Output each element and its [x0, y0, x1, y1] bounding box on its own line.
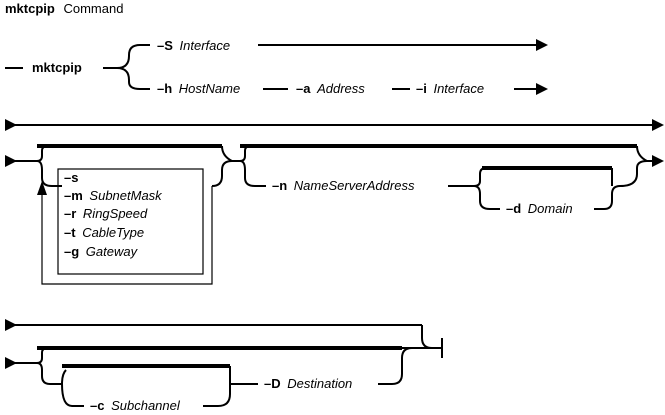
D-flag: –D	[264, 376, 281, 391]
s-flag: –S	[157, 38, 173, 53]
d-flag: –d	[506, 201, 521, 216]
option-g: –g Gateway	[64, 244, 139, 259]
row2-end-arrow	[652, 155, 664, 167]
subchannel-branch-right	[203, 366, 231, 407]
a-flag: –a	[296, 81, 311, 96]
option-m: –m SubnetMask	[64, 188, 163, 203]
title-word: Command	[63, 1, 123, 16]
repeat-arrow	[37, 181, 47, 195]
domain-branch-left	[473, 185, 500, 210]
h-arg: HostName	[179, 81, 240, 96]
row2-start-arrow-top	[5, 119, 17, 131]
ns-branch-right	[619, 160, 648, 187]
D-arg: Destination	[287, 376, 352, 391]
row1-branch-upper	[116, 44, 150, 69]
row3-diagram: –c Subchannel –D Destination	[5, 319, 443, 413]
i-flag: –i	[416, 81, 427, 96]
s-arg: Interface	[180, 38, 231, 53]
row3-drop-line	[421, 325, 433, 349]
option-d: –d Domain	[506, 201, 573, 216]
options-skip-right	[221, 145, 233, 162]
subchannel-branch-left	[61, 383, 84, 407]
ns-branch-left	[239, 160, 266, 187]
option-t-arg: CableType	[82, 225, 144, 240]
option-D: –D Destination	[264, 376, 352, 391]
row1-branch-lower	[116, 67, 150, 90]
route-branch-right	[378, 347, 413, 385]
row1-h-option: –h HostName	[157, 81, 240, 96]
d-arg: Domain	[528, 201, 573, 216]
option-t-flag: –t	[64, 225, 76, 240]
n-flag: –n	[272, 178, 287, 193]
options-repeat-loop	[41, 186, 213, 285]
diagram-title: mktcpip Command	[5, 1, 123, 16]
option-m-flag: –m	[64, 188, 83, 203]
options-branch-right	[211, 160, 233, 187]
option-n: –n NameServerAddress	[272, 178, 415, 193]
row3-start-arrow-top	[5, 319, 17, 331]
row2-diagram: –s –m SubnetMask –r RingSpeed –t CableTy…	[5, 119, 664, 285]
row2-end-arrow-top	[652, 119, 664, 131]
route-branch-left	[36, 362, 62, 385]
option-s-flag: –s	[64, 170, 78, 185]
row1-s-arrow	[536, 39, 548, 51]
c-arg: Subchannel	[111, 398, 181, 413]
option-r-flag: –r	[64, 206, 76, 221]
a-arg: Address	[316, 81, 365, 96]
row1-h-arrow	[536, 83, 548, 95]
domain-branch-right	[594, 185, 621, 210]
row1-a-option: –a Address	[296, 81, 365, 96]
domain-skip-left	[473, 167, 487, 187]
option-r-arg: RingSpeed	[83, 206, 148, 221]
subchannel-skip-left	[61, 369, 67, 385]
option-c: –c Subchannel	[90, 398, 181, 413]
options-branch-left	[36, 160, 62, 187]
c-flag: –c	[90, 398, 104, 413]
option-t: –t CableType	[64, 225, 144, 240]
n-arg: NameServerAddress	[294, 178, 415, 193]
i-arg: Interface	[433, 81, 484, 96]
ns-skip-right	[636, 145, 648, 162]
h-flag: –h	[157, 81, 172, 96]
options-skip-left	[36, 145, 48, 162]
row1-i-option: –i Interface	[416, 81, 484, 96]
option-g-arg: Gateway	[86, 244, 139, 259]
title-command: mktcpip	[5, 1, 55, 16]
option-g-flag: –g	[64, 244, 79, 259]
row1-command: mktcpip	[32, 60, 82, 75]
route-skip-left	[36, 347, 48, 364]
option-m-arg: SubnetMask	[89, 188, 163, 203]
options-stack-box	[57, 168, 204, 275]
row2-start-arrow	[5, 155, 17, 167]
row3-start-arrow	[5, 357, 17, 369]
ns-skip-left	[239, 145, 251, 162]
row1-diagram: mktcpip –S Interface –h HostName –a Addr…	[5, 38, 548, 96]
option-s: –s	[64, 170, 78, 185]
option-r: –r RingSpeed	[64, 206, 148, 221]
row1-s-option: –S Interface	[157, 38, 230, 53]
